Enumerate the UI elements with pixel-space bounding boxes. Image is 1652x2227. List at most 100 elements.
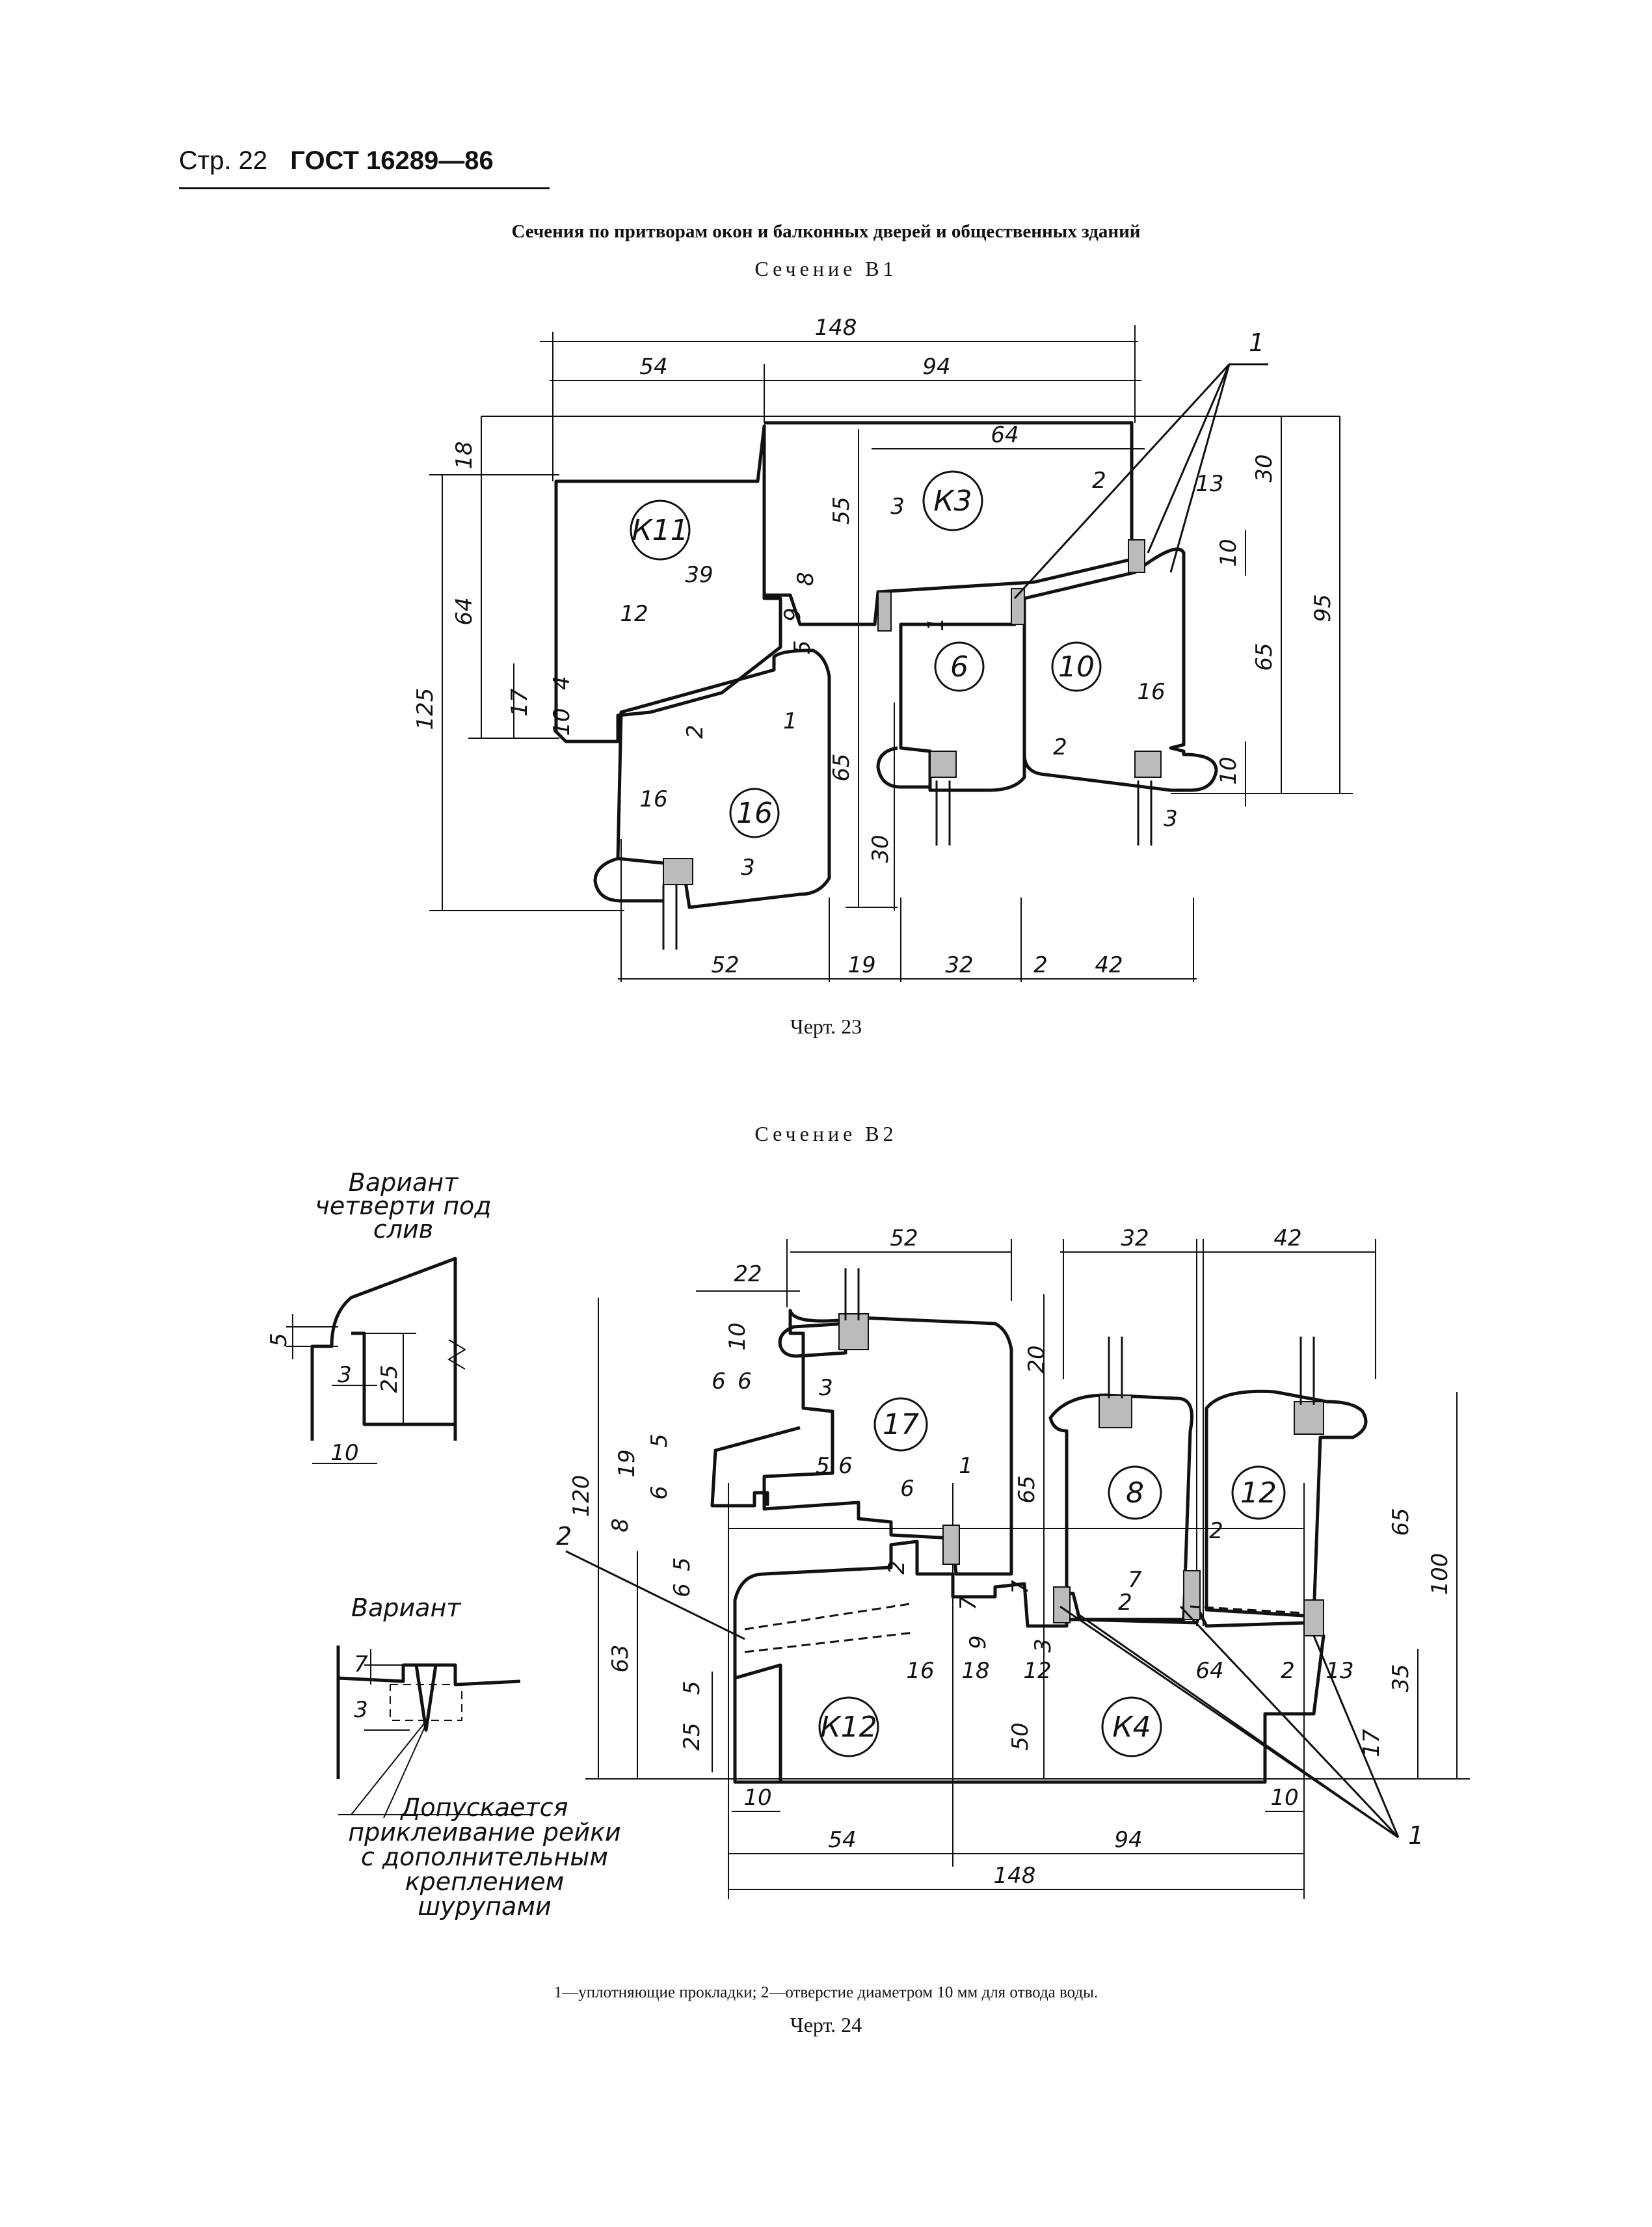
part-label: 16 (736, 797, 773, 830)
dim-label: 5 (646, 1434, 673, 1448)
dim-label: 13 (1195, 471, 1223, 497)
dim-label: 17 (507, 688, 533, 717)
dim-label: 52 (890, 1225, 918, 1251)
dim-label: 50 (1007, 1722, 1033, 1750)
dim-label: 54 (828, 1827, 856, 1853)
dim-label: 25 (679, 1722, 705, 1750)
dim-label: 52 (711, 952, 739, 978)
dim-label: 65 (1014, 1475, 1040, 1503)
dim-label: 65 (1251, 643, 1277, 671)
variant-drip-title-box: Вариант четверти под слив (315, 1171, 492, 1244)
dim-label: 16 (639, 786, 667, 812)
dim-label: 120 (568, 1475, 594, 1517)
dim-label: 2 (884, 1560, 910, 1575)
dim-label: 10 (743, 1785, 771, 1811)
dim-label: 65 (829, 753, 855, 781)
dim-label: 94 (922, 354, 950, 380)
dim-label: 32 (1121, 1225, 1149, 1251)
part-label: 10 (1058, 650, 1095, 684)
dim-label: 6 (646, 1486, 673, 1500)
dim-label: 6 (900, 1476, 914, 1502)
legend: 1—уплотняющие прокладки; 2—отверстие диа… (553, 1984, 1099, 2001)
dim-label: 64 (991, 422, 1019, 448)
dim-label: 5 (790, 640, 816, 654)
dim-label: 1 (923, 617, 949, 632)
dim-label: 148 (815, 315, 857, 341)
page-number: Стр. 22 (179, 146, 268, 175)
leader-label: 1 (1408, 1821, 1424, 1850)
dim-label: 10 (549, 708, 575, 736)
dim-label: 5 (266, 1333, 292, 1347)
dim-label: 3 (1030, 1638, 1056, 1653)
part-label: 12 (1240, 1476, 1277, 1510)
dim-label: 2 (682, 725, 708, 739)
part-label: 8 (1126, 1476, 1144, 1510)
dim-label: 148 (994, 1863, 1036, 1889)
dim-label: 7 (1007, 1580, 1033, 1594)
dim-label: 39 (685, 562, 713, 588)
dim-label: 42 (1273, 1225, 1301, 1251)
dim-label: 64 (451, 597, 477, 625)
dim-label: 6 (738, 1368, 752, 1394)
dim-label: 6 (669, 1583, 695, 1597)
dim-label: 16 (1137, 679, 1165, 705)
dim-label: 35 (1388, 1664, 1414, 1692)
dim-label: 1 (783, 708, 797, 734)
dim-label: 18 (961, 1658, 989, 1684)
dim-label: 12 (620, 601, 648, 627)
part-label: К12 (820, 1711, 877, 1744)
dim-label: 55 (829, 496, 855, 524)
part-label: К3 (933, 485, 972, 518)
dim-label: 2 (1281, 1658, 1295, 1684)
dim-label: 7 (1128, 1567, 1142, 1593)
section1-caption: Сечение В1 (754, 257, 898, 280)
header-rule (179, 187, 550, 189)
leader-label: 1 (1249, 328, 1264, 357)
page-header: Стр. 22 ГОСТ 16289—86 (179, 146, 494, 176)
dim-label: 10 (725, 1322, 751, 1350)
dim-label: 5 (679, 1681, 705, 1695)
dim-label: 3 (819, 1375, 833, 1401)
dim-label: 30 (868, 834, 894, 862)
dim-label: 22 (734, 1261, 762, 1287)
dim-label: 1 (959, 1453, 973, 1479)
dim-label: 125 (412, 688, 438, 730)
leader-label: 2 (556, 1522, 572, 1551)
dim-label: 100 (1427, 1553, 1453, 1595)
dim-label: 13 (1326, 1658, 1353, 1684)
dim-label: 8 (607, 1518, 633, 1532)
part-label: К4 (1112, 1711, 1151, 1744)
figure23-caption: Черт. 23 (790, 1015, 862, 1038)
dim-label: 19 (614, 1449, 640, 1477)
part-label: 17 (883, 1408, 919, 1441)
dim-label: 94 (1114, 1827, 1142, 1853)
dim-label: 32 (945, 952, 973, 978)
dim-label: 6 (712, 1368, 726, 1394)
part-label: 6 (950, 650, 968, 684)
dim-label: 18 (451, 441, 477, 469)
standard-number: ГОСТ 16289—86 (290, 146, 494, 175)
dim-label: 9 (780, 607, 806, 622)
dim-label: 42 (1095, 952, 1123, 978)
dim-label: 3 (741, 855, 755, 881)
dim-label: 54 (639, 354, 667, 380)
dim-label: 3 (1164, 806, 1178, 832)
dim-label: 10 (1216, 756, 1242, 784)
variant-drip-title: Вариант четверти под слив (315, 1171, 492, 1244)
dim-label: 7 (354, 1651, 368, 1677)
dim-label: 95 (1310, 594, 1336, 622)
dim-label: 5 (816, 1453, 830, 1479)
dim-label: 3 (338, 1362, 352, 1388)
dim-label: 20 (1024, 1345, 1050, 1373)
dim-label: 19 (847, 952, 875, 978)
section2-caption: Сечение В2 (754, 1122, 898, 1145)
variant-strip-title: Вариант (351, 1594, 462, 1622)
page-title: Сечения по притворам окон и балконных дв… (511, 221, 1141, 242)
dim-label: 65 (1388, 1508, 1414, 1536)
dim-label: 25 (377, 1365, 403, 1393)
dim-label: 17 (1359, 1729, 1385, 1757)
